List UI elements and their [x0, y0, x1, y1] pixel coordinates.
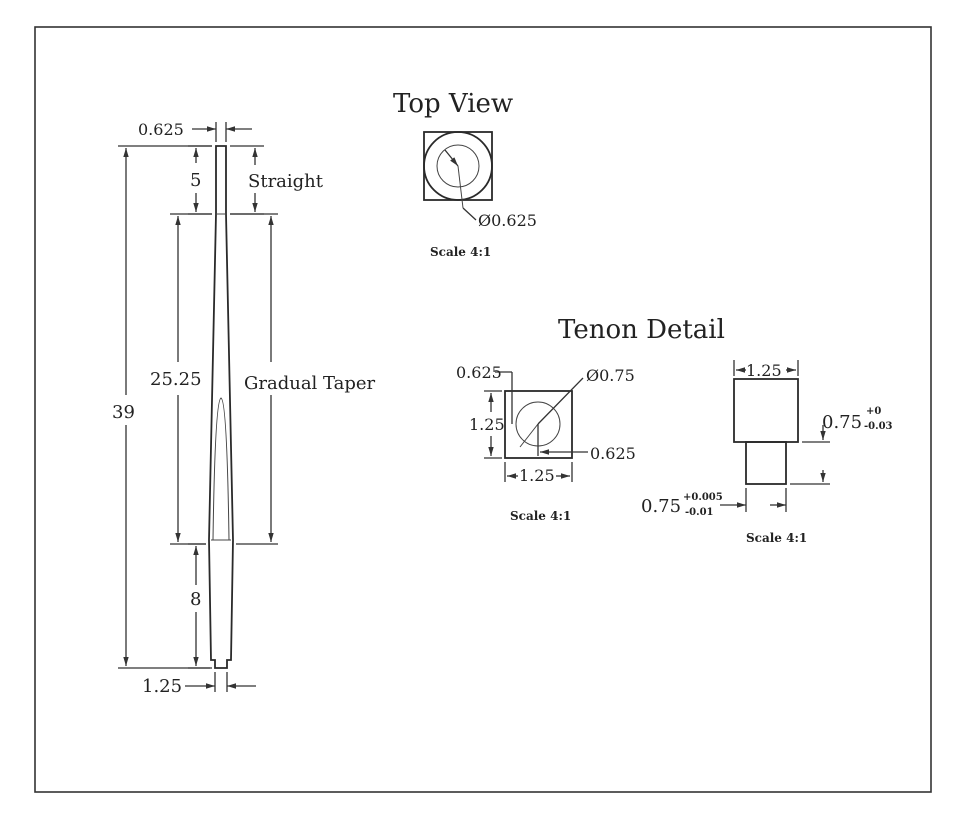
tenon-head-tol-plus: +0: [866, 406, 881, 417]
tenon-width: 1.25: [519, 466, 555, 485]
top-view-title: Top View: [393, 89, 513, 119]
tenon-elevation: 1.25 0.75 +0 -0.03 0.75 +0.005 -0.01 Sca…: [641, 360, 893, 545]
top-view: Top View Ø0.625 Scale 4:1: [393, 89, 537, 259]
straight-length-dim: 5: [190, 170, 201, 191]
tenon-detail: Tenon Detail 0.625 Ø0.75 1.25 0.625: [456, 315, 893, 545]
tenon-width-tol-minus: -0.01: [685, 507, 714, 518]
tenon-plan: 0.625 Ø0.75 1.25 0.625 1.25 Scale 4:1: [456, 363, 636, 523]
top-view-scale: Scale 4:1: [430, 245, 491, 259]
leg-elevation: 0.625 39 5 Straight 25.25 Gradual Taper: [112, 120, 376, 697]
tenon-side-width: 1.25: [746, 361, 782, 380]
tenon-offset-right: 0.625: [590, 444, 636, 463]
bottom-width-dim: 1.25: [142, 676, 182, 697]
taper-curve: [212, 397, 230, 541]
taper-length-dim: 25.25: [150, 369, 202, 390]
bottom-length-dim: 8: [190, 589, 201, 610]
tenon-width-dim: 0.75: [641, 496, 681, 517]
leg-outline: [208, 145, 234, 669]
drawing-border: [34, 26, 932, 793]
tenon-elevation-scale: Scale 4:1: [746, 531, 807, 545]
tenon-plan-scale: Scale 4:1: [510, 509, 571, 523]
tenon-width-tol-plus: +0.005: [683, 492, 723, 503]
top-view-diameter: Ø0.625: [478, 211, 537, 230]
tenon-head-height: 0.75: [822, 412, 862, 433]
top-width-dim: 0.625: [138, 120, 184, 139]
tenon-head-tol-minus: -0.03: [864, 421, 893, 432]
tenon-offset-top: 0.625: [456, 363, 502, 382]
straight-label: Straight: [248, 171, 324, 192]
total-length-dim: 39: [112, 402, 135, 423]
tenon-diameter: Ø0.75: [586, 366, 635, 385]
gradual-taper-label: Gradual Taper: [244, 373, 376, 394]
tenon-detail-title: Tenon Detail: [558, 315, 725, 345]
tenon-height: 1.25: [469, 415, 505, 434]
